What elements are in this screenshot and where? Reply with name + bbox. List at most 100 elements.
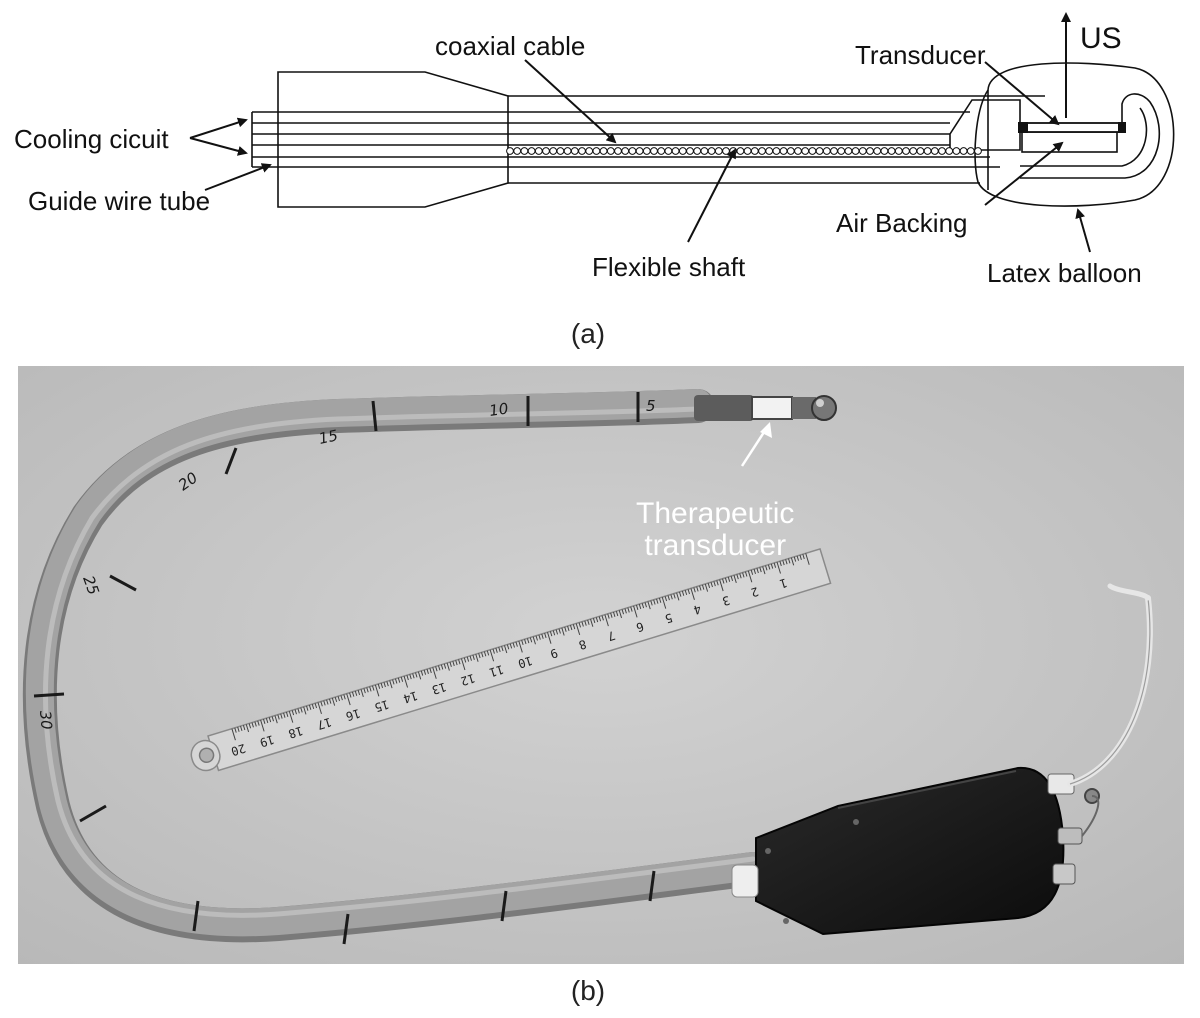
ruler-tick (291, 710, 295, 716)
ruler-tick (469, 655, 472, 661)
shaft-band (33, 692, 65, 698)
ruler-tick (452, 661, 455, 667)
catheter-shaft (25, 389, 767, 937)
coaxial-cable-beads (506, 147, 982, 155)
ruler-tick (799, 554, 802, 560)
ruler-tick (650, 600, 653, 606)
latex-balloon-arrow (1075, 208, 1091, 253)
coaxial-bead (758, 147, 766, 155)
ruler-tick (541, 633, 544, 639)
ruler-number: 19 (258, 732, 276, 750)
coaxial-bead (866, 147, 874, 155)
ruler-number: 12 (459, 671, 477, 689)
coaxial-bead (657, 147, 666, 155)
handle-collar (731, 864, 759, 898)
ruler-tick (747, 570, 753, 583)
coaxial-bead (974, 147, 982, 155)
coaxial-bead (570, 147, 579, 155)
therapeutic-transducer-window (751, 396, 793, 420)
coaxial-bead (628, 147, 637, 155)
ruler-tick (446, 662, 450, 671)
shaft-band (79, 804, 107, 823)
cooling-arrow-1 (189, 117, 248, 139)
ruler-tick (306, 705, 309, 711)
label-guide-wire-tube: Guide wire tube (28, 186, 211, 216)
ruler-tick (349, 692, 352, 698)
ruler-number: 20 (229, 741, 247, 759)
ruler-tick (750, 569, 754, 575)
fitting-cable (1081, 795, 1100, 837)
ruler-tick (383, 682, 386, 688)
transducer-plate (1021, 122, 1123, 133)
ruler-tick (736, 574, 739, 580)
cooling-tube-edge (1069, 597, 1151, 785)
catheter-highlight (42, 406, 756, 918)
ruler-tick (406, 675, 409, 681)
ruler-tick (354, 690, 358, 696)
coaxial-bead (808, 147, 817, 155)
tip-ball-highlight (816, 399, 824, 407)
label-air-backing: Air Backing (836, 208, 968, 238)
ruler-tick (538, 634, 541, 640)
ruler-tick (314, 703, 318, 709)
shaft-band (224, 447, 238, 475)
ruler-tick (478, 653, 481, 659)
transducer-plate-end (1018, 122, 1028, 133)
ruler-tick (472, 654, 475, 660)
ruler-number: 13 (430, 680, 448, 698)
ruler-tick (575, 623, 581, 636)
ruler-tick (412, 673, 415, 679)
ruler-tick (782, 560, 785, 566)
ruler-tick (389, 680, 393, 689)
ruler-tick (251, 722, 254, 728)
ruler-tick (667, 595, 670, 601)
ruler-tick (567, 625, 570, 631)
coaxial-bead (815, 147, 824, 155)
control-handle (731, 766, 1100, 936)
ruler-tick (300, 707, 303, 713)
ruler-tick (529, 637, 533, 643)
ruler-tick (297, 708, 300, 714)
coaxial-bead (930, 147, 939, 155)
ruler-tick (346, 693, 351, 706)
coaxial-bead (642, 147, 651, 155)
ruler-tick (744, 571, 748, 577)
shaft-band (648, 870, 656, 902)
coaxial-bead (880, 147, 889, 155)
coaxial-bead (801, 147, 810, 155)
coaxial-bead (916, 147, 925, 155)
shaft-mark-text: 10 (488, 399, 509, 419)
ruler-tick (592, 618, 596, 624)
ruler-tick (535, 635, 538, 641)
coaxial-bead (786, 147, 795, 155)
ruler-tick (739, 573, 742, 579)
coaxial-bead (556, 147, 565, 155)
coaxial-bead (714, 147, 723, 155)
ruler-tick (320, 701, 323, 707)
ruler-tick (713, 581, 716, 587)
coaxial-bead (830, 147, 838, 155)
label-coaxial-cable: coaxial cable (435, 31, 586, 61)
ruler-tick (417, 671, 422, 680)
ruler-tick (661, 596, 667, 609)
ruler-number: 10 (516, 653, 534, 671)
ruler-tick (756, 568, 759, 574)
ruler-tick (489, 649, 495, 662)
coaxial-bead (765, 147, 774, 155)
ruler-tick (475, 653, 479, 662)
ruler-tick (265, 718, 269, 724)
ruler-tick (420, 670, 424, 676)
ruler-tick (503, 645, 508, 654)
ruler-tick (555, 629, 559, 635)
ruler-number: 15 (373, 697, 391, 715)
ruler-tick (578, 622, 581, 628)
coaxial-bead (851, 147, 860, 155)
coaxial-bead (750, 147, 759, 155)
ruler-tick (268, 717, 272, 723)
ruler-tick (678, 591, 682, 597)
ruler-tick (633, 605, 638, 618)
ruler-tick (432, 667, 437, 679)
ruler-tick (552, 630, 556, 636)
air-backing-arrow (984, 141, 1064, 206)
